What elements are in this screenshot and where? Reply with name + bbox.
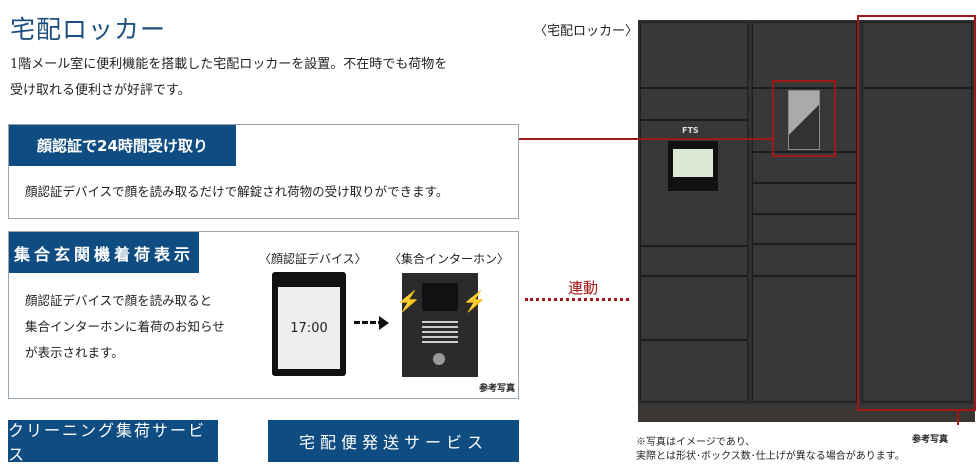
locker-door — [862, 22, 972, 88]
face-device-image: 17:00 — [272, 272, 346, 376]
cleaning-service-button[interactable]: クリーニング集荷サービス — [8, 420, 218, 464]
feature-heading: 集合玄関機着荷表示 — [9, 232, 199, 273]
intro-line: 1階メール室に便利機能を搭載した宅配ロッカーを設置。不在時でも荷物を — [10, 57, 448, 72]
locker-base — [638, 404, 975, 422]
locker-door — [862, 88, 972, 402]
intro-line: 受け取れる便利さが好評です。 — [10, 83, 191, 98]
device-caption: 〈顔認証デバイス〉 — [259, 252, 367, 266]
intercom-image: ⚡ ⚡ — [396, 273, 487, 377]
arrow-head-icon — [379, 316, 389, 330]
locker-door — [640, 340, 748, 402]
photo-note: 参考写真 — [479, 384, 516, 394]
highlight-tick — [957, 411, 959, 425]
face-reader-highlight — [772, 80, 836, 157]
lightning-icon: ⚡ — [462, 289, 487, 313]
disclaimer-line: 実際とは形状･ボックス数･仕上げが異なる場合があります。 — [636, 451, 905, 462]
column-highlight — [857, 15, 976, 411]
locker-door — [752, 214, 857, 244]
disclaimer-line: ※写真はイメージであり、 — [636, 437, 756, 448]
arrow-icon — [354, 321, 384, 327]
highlight-connector — [519, 138, 773, 140]
locker-door — [640, 246, 748, 276]
locker-door — [640, 22, 748, 88]
feature-heading: 顔認証で24時間受け取り — [9, 125, 236, 166]
device-time: 17:00 — [278, 287, 340, 369]
feature-line: 集合インターホンに着荷のお知らせ — [25, 319, 225, 334]
feature-line: 顔認証デバイスで顔を読み取ると — [25, 293, 213, 308]
locker-door — [640, 276, 748, 340]
link-dotted-line — [525, 298, 629, 301]
locker-caption: 〈宅配ロッカー〉 — [534, 24, 639, 39]
feature-text: 顔認証デバイスで顔を読み取るだけで解錠され荷物の受け取りができます。 — [25, 184, 449, 199]
intercom-camera — [433, 353, 445, 365]
disclaimer: ※写真はイメージであり、 実際とは形状･ボックス数･仕上げが異なる場合があります… — [636, 436, 905, 464]
intro-text: 1階メール室に便利機能を搭載した宅配ロッカーを設置。不在時でも荷物を 受け取れる… — [10, 52, 490, 104]
intercom-keypad — [422, 321, 458, 343]
brand-logo: FTS — [682, 126, 699, 135]
locker-door — [640, 88, 748, 120]
locker-door — [752, 22, 857, 88]
delivery-service-button[interactable]: 宅配便発送サービス — [268, 420, 519, 462]
feature-text: 顔認証デバイスで顔を読み取ると 集合インターホンに着荷のお知らせ が表示されます… — [25, 288, 225, 366]
touch-screen — [668, 141, 718, 191]
locker-image: FTS — [638, 20, 975, 422]
feature-line: が表示されます。 — [25, 345, 124, 360]
page-title: 宅配ロッカー — [10, 15, 167, 44]
lightning-icon: ⚡ — [396, 289, 421, 313]
intercom-caption: 〈集合インターホン〉 — [389, 252, 510, 266]
locker-door — [752, 276, 857, 402]
feature-face-auth: 顔認証で24時間受け取り 顔認証デバイスで顔を読み取るだけで解錠され荷物の受け取… — [8, 124, 519, 219]
locker-door — [752, 244, 857, 276]
link-label: 連動 — [568, 279, 599, 297]
locker-door — [752, 152, 857, 183]
intercom-screen — [422, 283, 458, 311]
feature-intercom: 集合玄関機着荷表示 顔認証デバイスで顔を読み取ると 集合インターホンに着荷のお知… — [8, 231, 519, 399]
face-reader — [788, 90, 820, 150]
locker-photo-note: 参考写真 — [912, 435, 949, 445]
locker-door — [752, 183, 857, 214]
